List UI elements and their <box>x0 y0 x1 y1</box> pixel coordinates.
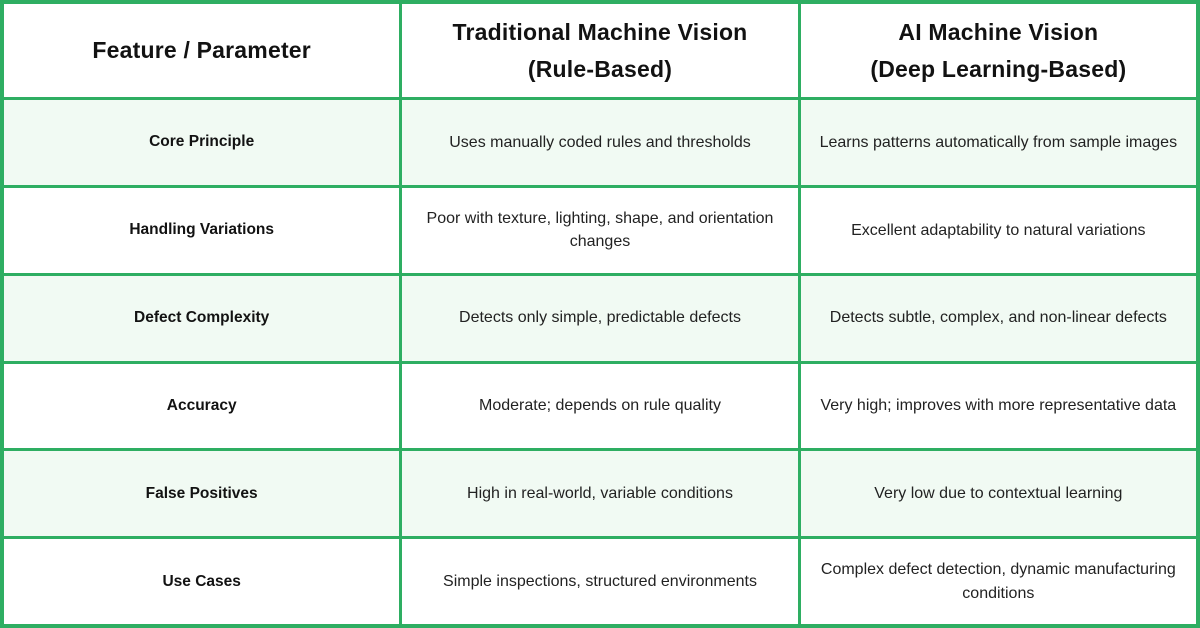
feature-cell: Defect Complexity <box>4 275 400 361</box>
traditional-value-cell: Simple inspections, structured environme… <box>402 539 798 624</box>
header-cell-feature: Feature / Parameter <box>4 4 400 97</box>
traditional-value-cell: Poor with texture, lighting, shape, and … <box>402 187 798 273</box>
ai-value-cell: Learns patterns automatically from sampl… <box>800 100 1196 185</box>
feature-cell: False Positives <box>4 451 400 537</box>
ai-value-cell: Detects subtle, complex, and non-linear … <box>800 275 1196 361</box>
ai-value-cell: Very low due to contextual learning <box>800 451 1196 537</box>
traditional-value-cell: Detects only simple, predictable defects <box>402 275 798 361</box>
traditional-value-cell: High in real-world, variable conditions <box>402 451 798 537</box>
feature-cell: Handling Variations <box>4 187 400 273</box>
feature-cell: Accuracy <box>4 363 400 449</box>
feature-cell: Core Principle <box>4 100 400 185</box>
ai-value-cell: Excellent adaptability to natural variat… <box>800 187 1196 273</box>
header-cell-traditional: Traditional Machine Vision (Rule-Based) <box>402 4 798 97</box>
ai-value-cell: Very high; improves with more representa… <box>800 363 1196 449</box>
header-cell-ai: AI Machine Vision (Deep Learning-Based) <box>800 4 1196 97</box>
traditional-value-cell: Uses manually coded rules and thresholds <box>402 100 798 185</box>
ai-value-cell: Complex defect detection, dynamic manufa… <box>800 539 1196 624</box>
traditional-value-cell: Moderate; depends on rule quality <box>402 363 798 449</box>
feature-cell: Use Cases <box>4 539 400 624</box>
